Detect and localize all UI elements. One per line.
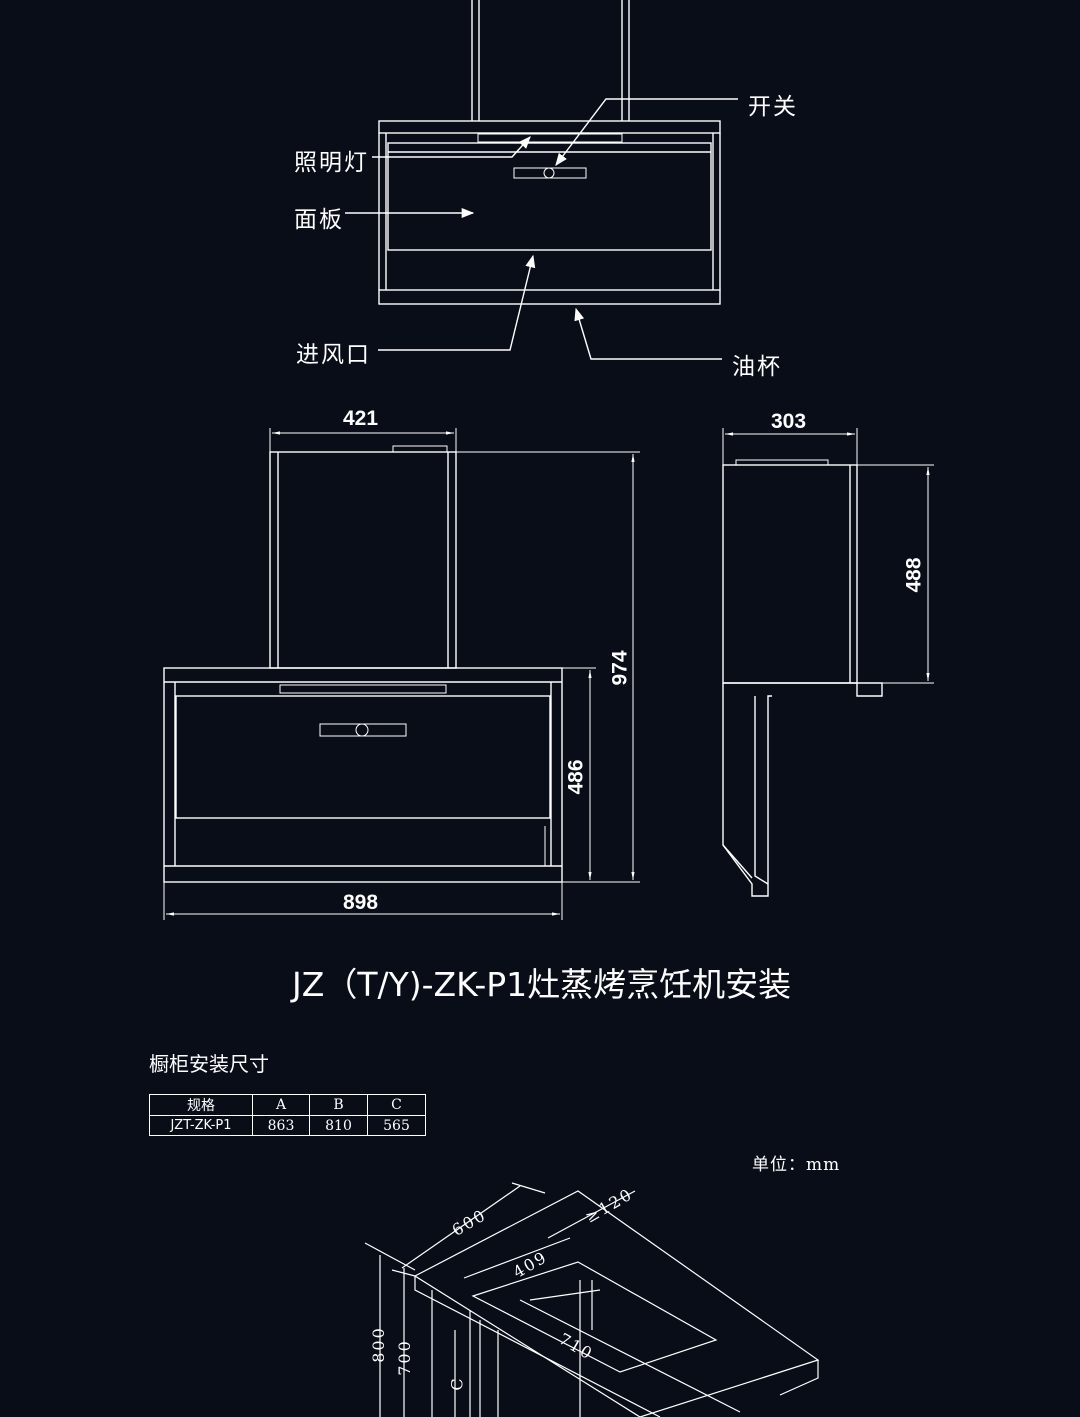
iso-c-label: C (447, 1376, 467, 1391)
front-dimension-lines (163, 428, 640, 920)
dim-front-total-height: 974 (608, 650, 632, 686)
callout-switch: 开关 (748, 94, 798, 120)
side-dimension-lines (722, 428, 934, 684)
table-cell: 810 (309, 1115, 368, 1136)
table-cell: JZT-ZK-P1 (149, 1115, 253, 1136)
cabinet-isometric (364, 1182, 820, 1417)
cabinet-spec-table: 规格 A B C JZT-ZK-P1 863 810 565 (149, 1094, 426, 1136)
callout-light: 照明灯 (294, 150, 369, 176)
callout-panel: 面板 (294, 207, 344, 233)
unit-label: 单位：mm (752, 1155, 841, 1175)
table-header-cell: C (367, 1094, 426, 1116)
cabinet-section-heading: 橱柜安装尺寸 (149, 1052, 269, 1076)
table-header-cell: B (309, 1094, 368, 1116)
iso-height-outer-label: 800 (368, 1326, 388, 1363)
hood-front-view-top (378, 0, 721, 305)
table-cell: 863 (252, 1115, 310, 1136)
product-install-title: JZ（T/Y)-ZK-P1灶蒸烤烹饪机安装 (292, 965, 792, 1004)
callout-leaders (345, 98, 738, 360)
callout-air-inlet: 进风口 (296, 342, 371, 368)
hood-side-elevation (722, 459, 883, 897)
dim-front-top-width: 421 (343, 407, 379, 430)
dim-side-height: 488 (902, 557, 926, 593)
table-header-row: 规格 A B C (149, 1094, 426, 1116)
table-header-cell: 规格 (149, 1094, 253, 1116)
iso-height-inner-label: 700 (394, 1339, 414, 1376)
hood-front-elevation (163, 445, 563, 883)
table-row: JZT-ZK-P1 863 810 565 (149, 1115, 426, 1136)
callout-oil-cup: 油杯 (732, 354, 782, 380)
dim-front-body-height: 486 (564, 759, 588, 795)
table-cell: 565 (367, 1115, 426, 1136)
dim-side-depth: 303 (771, 410, 807, 433)
table-header-cell: A (252, 1094, 310, 1116)
dim-front-width: 898 (343, 891, 379, 914)
